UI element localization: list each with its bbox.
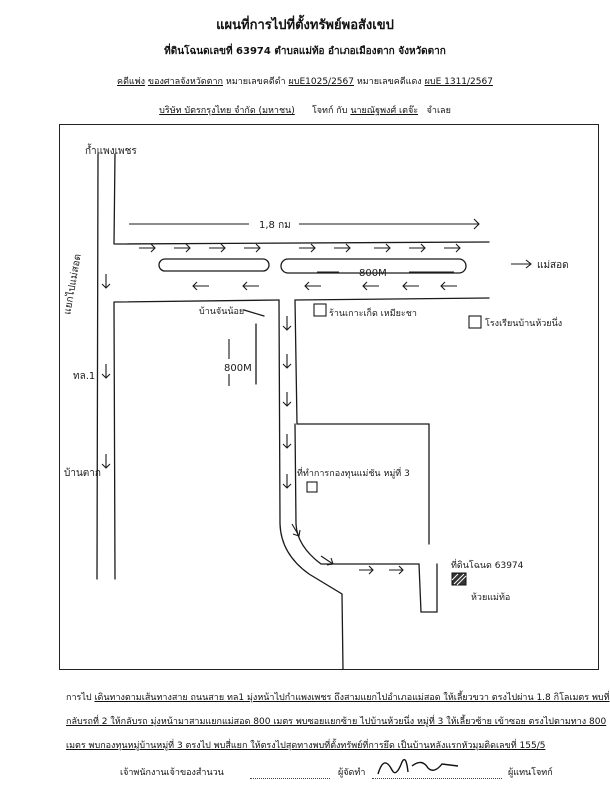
land-deed-subtitle: ที่ดินโฉนดเลขที่ 63974 ตำบลแม่ท้อ อำเภอเ… xyxy=(164,46,446,57)
map-frame xyxy=(59,124,599,670)
label-distance-3: 800M xyxy=(224,363,252,374)
median-left xyxy=(158,258,270,272)
route-arrows xyxy=(101,243,532,575)
arrow-21 xyxy=(291,523,301,537)
shop-marker xyxy=(313,303,327,317)
label-office: ที่ทำการกองทุนแม่ชัน หมู่ที่ 3 xyxy=(297,466,410,479)
directions-line-3: เมตร พบกองทุนหมู่บ้านหมู่ที่ 3 ตรงไป พบส… xyxy=(66,738,545,752)
directions-line-2: กลับรถที่ 2 ให้กลับรถ มุ่งหน้ามาสามแยกแม… xyxy=(66,714,606,728)
arrow-3 xyxy=(209,243,226,253)
officer-signature-line xyxy=(250,778,330,779)
side-lane xyxy=(243,309,265,385)
drafter-label: ผู้จัดทำ xyxy=(338,768,366,778)
label-distance-2: 800M xyxy=(359,268,387,279)
document-title: แผนที่การไปที่ตั้งทรัพย์พอสังเขป xyxy=(216,18,394,33)
arrow-5 xyxy=(299,243,316,253)
directions-lead: การไป xyxy=(66,693,92,703)
directions-text-1: เดินทางตามเส้นทางสาย ถนนสาย ทล1 มุ่งหน้า… xyxy=(94,693,610,703)
case-line: คดีแพ่ง ของศาลจังหวัดตาก หมายเลขคดีดำ ผบ… xyxy=(0,74,610,88)
arrow-20 xyxy=(282,474,292,489)
parties-line: บริษัท บัตรกรุงไทย จำกัด (มหาชน) โจทก์ ก… xyxy=(0,103,610,117)
highway-right-edge xyxy=(113,153,116,580)
school-marker xyxy=(468,315,482,329)
defendant-role: จำเลย xyxy=(426,106,451,116)
label-intersection: แยกไปแม่สอด xyxy=(61,253,83,316)
hand-drawn-map: ก้ำแพงเพชร ทล.1 บ้านตาก แยกไปแม่สอด 1,8 … xyxy=(61,143,569,670)
label-kamphaeng: ก้ำแพงเพชร xyxy=(85,143,137,157)
soi-left-edge xyxy=(278,299,344,670)
red-case-number: ผบE 1311/2567 xyxy=(424,77,493,87)
soi-right-edge xyxy=(294,299,438,613)
label-village-mark: บ้านจันน้อย xyxy=(199,306,244,317)
arrow-24 xyxy=(389,565,404,575)
black-case-number: ผบE1025/2567 xyxy=(288,77,354,87)
arrow-11 xyxy=(402,281,419,291)
arrow-23 xyxy=(359,565,374,575)
office-marker xyxy=(306,481,318,493)
directions-text-3: เมตร พบกองทุนหมู่บ้านหมู่ที่ 3 ตรงไป พบส… xyxy=(66,741,546,751)
arrow-27 xyxy=(101,454,111,469)
directions-line-1: การไป เดินทางตามเส้นทางสาย ถนนสาย ทล1 มุ… xyxy=(66,690,610,704)
label-maesot: แม่สอด xyxy=(537,260,569,271)
directions-text-2: กลับรถที่ 2 ให้กลับรถ มุ่งหน้ามาสามแยกแม… xyxy=(66,717,607,727)
arrow-16 xyxy=(282,316,292,331)
arrow-14 xyxy=(242,281,259,291)
plaintiff-role: โจทก์ กับ xyxy=(311,106,348,116)
signature-scribble xyxy=(377,758,459,775)
label-road-number: ทล.1 xyxy=(73,371,95,382)
rep-signature-line xyxy=(372,778,502,779)
arrow-9 xyxy=(444,243,461,253)
defendant-name: นายณัฐพงศ์ เตจ๊ะ xyxy=(350,106,419,116)
court-name: ของศาลจังหวัดตาก xyxy=(147,77,224,87)
arrow-22 xyxy=(320,555,334,566)
arrow-12 xyxy=(362,281,379,291)
highway-left-edge xyxy=(96,153,99,580)
plaintiff-rep-label: ผู้แทนโจทก์ xyxy=(508,768,553,778)
red-case-label: หมายเลขคดีแดง xyxy=(356,77,422,87)
arrow-7 xyxy=(374,243,391,253)
case-prefix: คดีแพ่ง xyxy=(117,77,146,87)
arrow-1 xyxy=(139,243,156,253)
label-river: ห้วยแม่ท้อ xyxy=(471,592,510,603)
arrow-8 xyxy=(409,243,426,253)
arrow-6 xyxy=(334,243,351,253)
median-right xyxy=(280,258,467,274)
label-property: ที่ดินโฉนด 63974 xyxy=(451,558,524,571)
arrow-19 xyxy=(282,434,292,449)
label-ban-tak: บ้านตาก xyxy=(64,467,101,479)
arrow-2 xyxy=(174,243,191,253)
arrow-maesot xyxy=(511,259,532,269)
arrow-26 xyxy=(101,364,111,379)
label-shop: ร้านเกาะเก็ด เหมียะชา xyxy=(329,306,417,319)
arrow-4 xyxy=(244,243,261,253)
arrow-17 xyxy=(282,354,292,369)
black-case-label: หมายเลขคดีดำ xyxy=(225,77,286,87)
maesot-road-top xyxy=(114,241,490,245)
arrow-15 xyxy=(192,281,209,291)
distance-1-line xyxy=(129,218,480,230)
label-distance-1: 1,8 กม xyxy=(259,220,291,231)
arrow-13 xyxy=(304,281,321,291)
arrow-18 xyxy=(282,392,292,407)
label-school: โรงเรียนบ้านห้วยนึ่ง xyxy=(485,316,562,329)
maesot-road-bottom xyxy=(114,297,490,303)
plaintiff-name: บริษัท บัตรกรุงไทย จำกัด (มหาชน) xyxy=(159,106,295,116)
arrow-25 xyxy=(101,274,111,289)
arrow-10 xyxy=(440,281,457,291)
officer-signature-label: เจ้าพนักงานเจ้าของสำนวน xyxy=(120,768,224,778)
